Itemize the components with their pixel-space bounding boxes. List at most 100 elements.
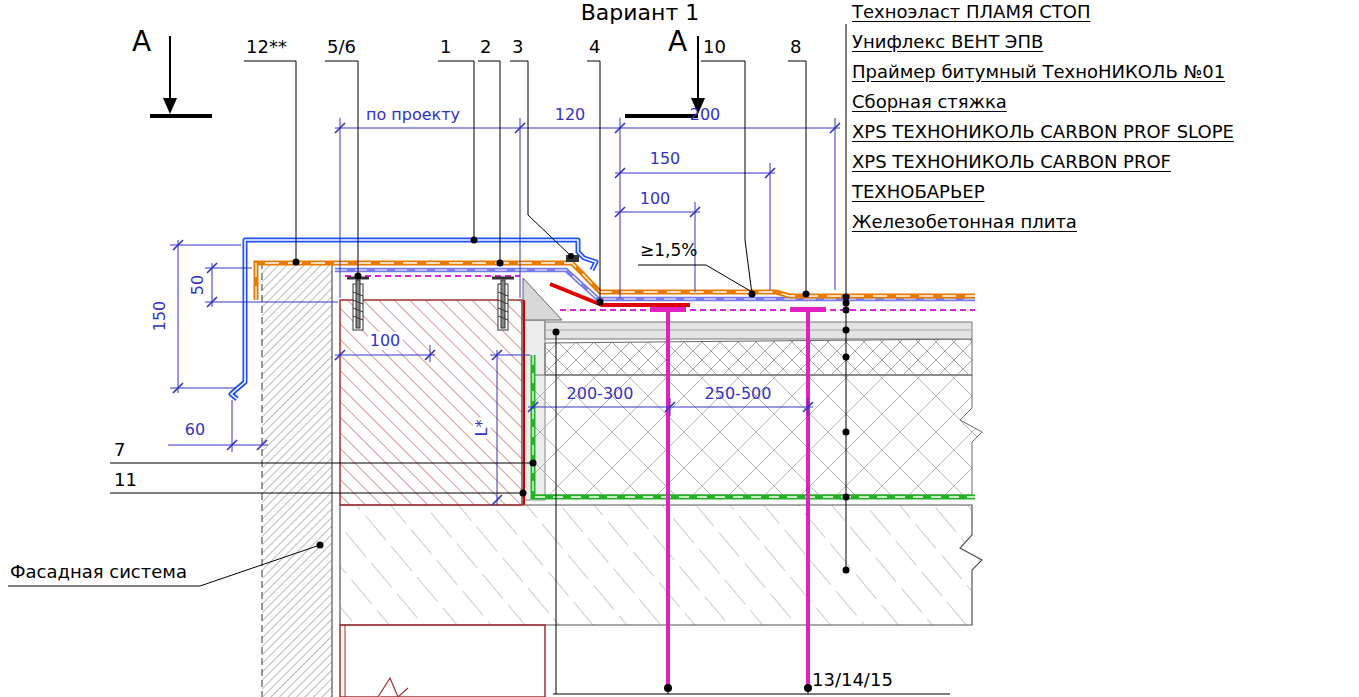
dimension-text: 100 xyxy=(640,190,671,208)
drawing-line xyxy=(615,173,775,174)
cap-membrane xyxy=(256,263,975,300)
drawing-circle xyxy=(843,567,850,574)
drawing-path xyxy=(256,263,975,300)
drawing-line xyxy=(335,128,840,129)
drawing-circle xyxy=(317,542,324,549)
drawing-line xyxy=(545,330,972,331)
dimension-text: 50 xyxy=(189,275,207,295)
drawing-title: Вариант 1 xyxy=(581,0,700,25)
drawing-circle xyxy=(749,291,756,298)
drawing-line xyxy=(492,277,514,280)
screw-fasteners xyxy=(347,278,514,330)
callout-number: 8 xyxy=(790,37,801,58)
leader-dots xyxy=(293,237,850,693)
callout-number: 12** xyxy=(246,37,287,58)
drawing-rect xyxy=(790,307,826,312)
metal-flashing xyxy=(231,240,596,399)
drawing-line xyxy=(340,118,341,298)
drawing-circle xyxy=(843,307,850,314)
drawing-path xyxy=(110,493,523,494)
drawing-circle xyxy=(843,354,850,361)
drawing-circle xyxy=(843,294,850,301)
callout-number: 1 xyxy=(440,37,451,58)
dimension-text: 60 xyxy=(185,421,205,439)
drawing-line xyxy=(170,245,241,246)
drawing-path xyxy=(701,61,752,294)
drawing-circle xyxy=(843,327,850,334)
slope-note: ≥1,5% xyxy=(640,241,697,261)
note-label: Фасадная система xyxy=(10,562,187,583)
drawing-line xyxy=(520,118,521,298)
callout-number: 2 xyxy=(480,37,491,58)
drawing-circle xyxy=(553,329,560,336)
section-mark-letter: A xyxy=(132,26,151,58)
drawing-path xyxy=(478,61,500,263)
brick-wall xyxy=(340,625,545,697)
drawing-line xyxy=(205,302,338,303)
drawing-path xyxy=(553,332,950,694)
drawing-circle xyxy=(843,300,850,307)
callout-number: 7 xyxy=(114,440,125,461)
drawing-circle xyxy=(497,260,504,267)
drawing-path xyxy=(340,505,982,625)
callout-number: 13/14/15 xyxy=(812,670,893,691)
drawing-path xyxy=(438,61,474,240)
callout-number: 4 xyxy=(589,37,600,58)
drawing-path xyxy=(173,123,840,505)
dimension-text: 150 xyxy=(151,301,169,332)
drawing-circle xyxy=(471,237,478,244)
drawing-line xyxy=(620,118,621,298)
dimension-lines xyxy=(168,118,840,505)
facade-system xyxy=(262,262,332,697)
drawing-path xyxy=(510,61,571,256)
layer-label: XPS ТЕХНОНИКОЛЬ CARBON PROF SLOPE xyxy=(852,122,1234,143)
drawing-line xyxy=(331,262,332,697)
drawing-rect xyxy=(806,312,810,688)
drawing-rect xyxy=(545,322,972,339)
drawing-circle xyxy=(568,253,574,259)
section-mark-letter: A xyxy=(668,26,687,58)
layer-label: ТЕХНОБАРЬЕР xyxy=(852,182,985,203)
drawing-path xyxy=(231,240,596,399)
drawing-circle xyxy=(597,299,604,306)
drawing-line xyxy=(625,114,698,118)
roof-anchors xyxy=(650,307,826,688)
drawing-rect xyxy=(356,280,360,328)
drawing-path xyxy=(256,263,975,300)
drawing-path xyxy=(587,61,600,302)
drawing-line xyxy=(261,262,262,697)
drawing-line xyxy=(335,355,435,356)
concrete-slab xyxy=(340,505,982,625)
drawing-circle xyxy=(664,684,672,692)
drawing-line xyxy=(212,263,213,307)
drawing-line xyxy=(430,345,431,362)
drawing-path xyxy=(110,463,533,464)
drawing-path xyxy=(231,240,596,399)
callout-number: 3 xyxy=(512,37,523,58)
drawing-circle xyxy=(843,494,850,501)
drawing-line xyxy=(497,350,498,505)
drawing-circle xyxy=(843,429,850,436)
layer-label: Техноэласт ПЛАМЯ СТОП xyxy=(852,2,1090,23)
drawing-path xyxy=(533,355,975,497)
drawing-line xyxy=(697,36,699,100)
section-mark xyxy=(150,36,705,116)
dimension-text: по проекту xyxy=(366,106,460,124)
callout-number: 5/6 xyxy=(327,37,356,58)
dimension-text: 120 xyxy=(555,106,586,124)
callout-number: 11 xyxy=(114,470,137,491)
dimension-text: 100 xyxy=(368,332,403,350)
layer-label: Унифлекс ВЕНТ ЭПВ xyxy=(852,32,1043,53)
leader-lines xyxy=(8,24,950,694)
drawing-path xyxy=(638,265,752,292)
roof-layers xyxy=(532,322,982,495)
callout-number: 10 xyxy=(703,37,726,58)
drawing-path xyxy=(498,292,508,320)
layer-label: Праймер битумный ТехноНИКОЛЬ №01 xyxy=(852,62,1225,83)
brick-parapet xyxy=(340,300,522,505)
dimension-text: L* xyxy=(473,418,491,439)
drawing-rect xyxy=(262,262,332,697)
